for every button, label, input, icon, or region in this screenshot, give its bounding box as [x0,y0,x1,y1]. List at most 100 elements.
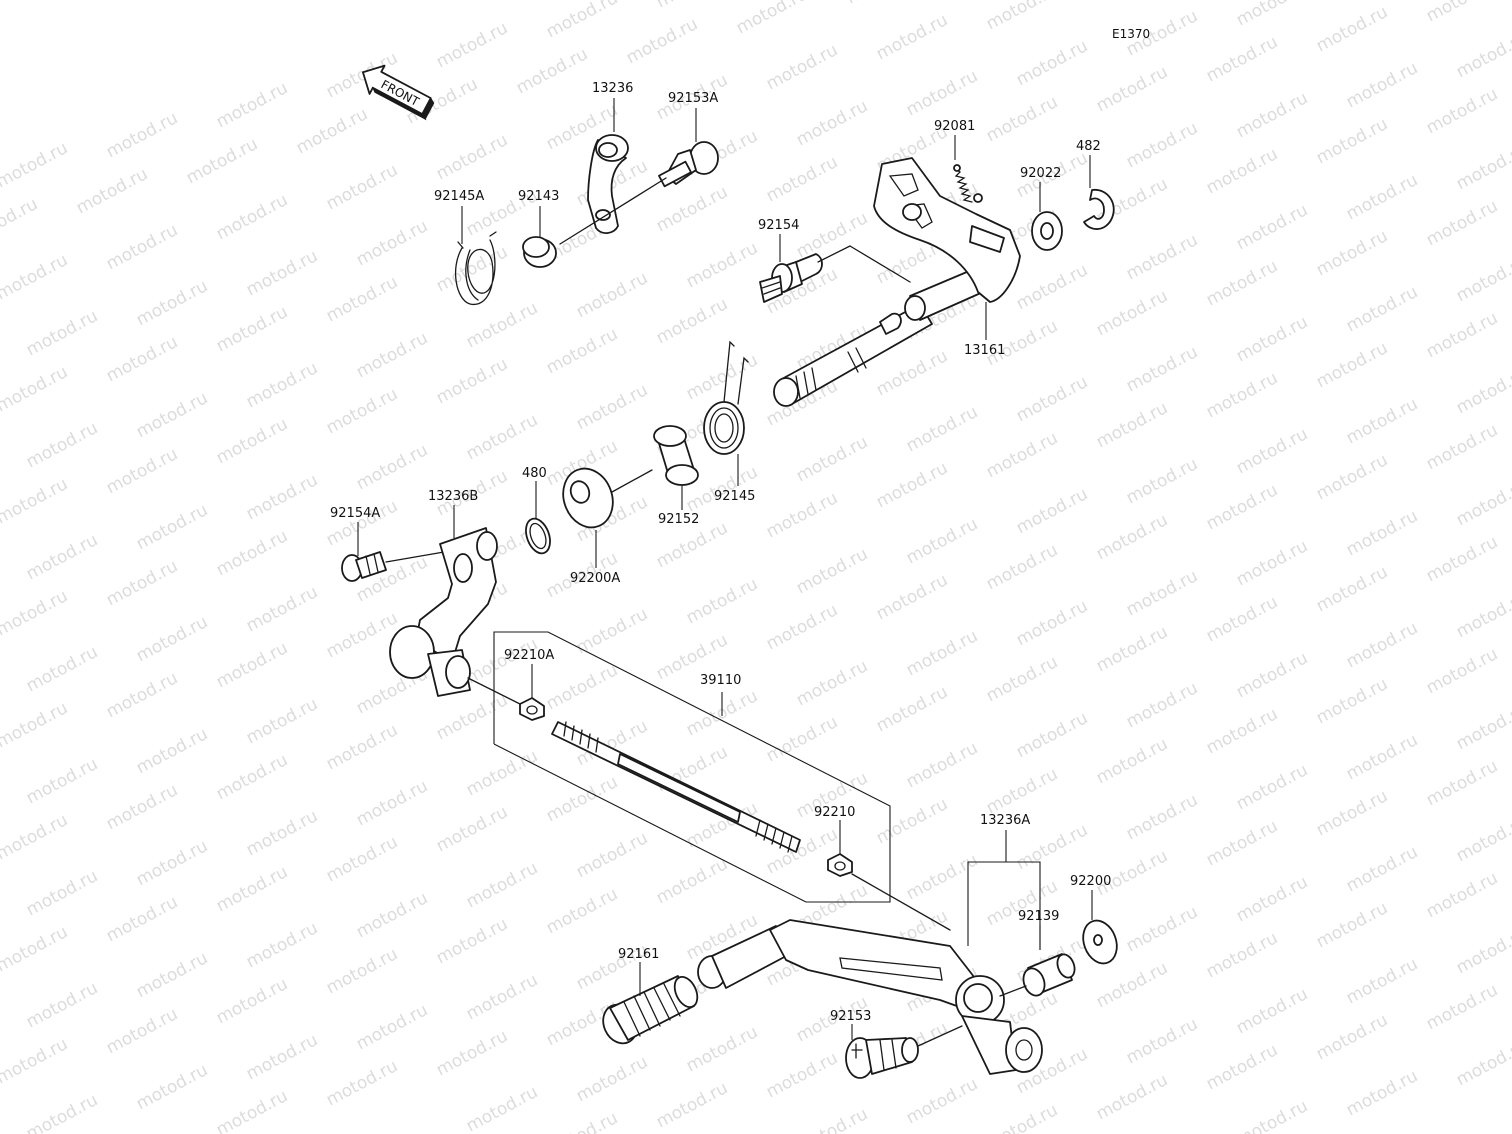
watermark-text: motod.ru [1123,118,1201,172]
watermark-text: motod.ru [1203,704,1281,758]
label-92022: 92022 [1020,166,1061,181]
watermark-text: motod.ru [873,570,951,624]
watermark-text: motod.ru [1123,566,1201,620]
watermark-text: motod.ru [0,810,71,864]
watermark-text: motod.ru [1453,140,1512,194]
watermark-text: motod.ru [23,978,101,1032]
watermark-text: motod.ru [293,104,371,158]
watermark-text: motod.ru [353,216,431,270]
watermark-text: motod.ru [243,694,321,748]
watermark-text: motod.ru [763,488,841,542]
watermark-text: motod.ru [1313,114,1391,168]
label-92145: 92145 [714,489,755,504]
label-13236A: 13236A [980,813,1030,828]
watermark-text: motod.ru [1093,958,1171,1012]
part-92200-washer [1082,919,1118,965]
watermark-text: motod.ru [243,918,321,972]
watermark-text: motod.ru [513,44,591,98]
part-92154A-bolt [341,551,445,582]
watermark-text: motod.ru [543,1108,621,1134]
part-92153-bolt [845,1025,963,1079]
watermark-text: motod.ru [903,738,981,792]
part-92145-spring [703,340,749,455]
part-92210A-nut [519,697,545,721]
watermark-text: motod.ru [683,350,761,404]
watermark-text: motod.ru [1343,506,1421,560]
watermark-text: motod.ru [433,242,511,296]
watermark-text: motod.ru [1093,0,1171,4]
watermark-text: motod.ru [1093,622,1171,676]
part-92161-pedal-rubber [602,975,699,1045]
watermark-text: motod.ru [1013,372,1091,426]
watermark-text: motod.ru [763,152,841,206]
watermark-text: motod.ru [213,414,291,468]
label-480: 480 [522,466,547,481]
watermark-text: motod.ru [793,1104,871,1134]
part-labels: 13236 92153A 92145A 92143 92081 482 9202… [330,81,1111,1024]
watermark-text: motod.ru [1093,1070,1171,1124]
watermark-text: motod.ru [353,1000,431,1054]
watermark-text: motod.ru [463,858,541,912]
part-13236A-shift-pedal [697,919,1043,1075]
watermark-text: motod.ru [573,380,651,434]
watermark-text: motod.ru [653,182,731,236]
part-92139-bushing [999,953,1076,997]
watermark-text: motod.ru [23,306,101,360]
watermark-text: motod.ru [133,388,211,442]
watermark-text: motod.ru [133,836,211,890]
diagram-code: E1370 [1112,27,1150,41]
watermark-text: motod.ru [433,690,511,744]
watermark-text: motod.ru [1233,1096,1311,1134]
watermark-text: motod.ru [323,272,401,326]
watermark-text: motod.ru [1423,196,1501,250]
watermark-text: motod.ru [323,944,401,998]
watermark-text: motod.ru [1123,342,1201,396]
watermark-text: motod.ru [433,802,511,856]
watermark-text: motod.ru [1453,1036,1512,1090]
watermark-text: motod.ru [243,806,321,860]
watermark-text: motod.ru [1093,286,1171,340]
watermark-text: motod.ru [763,1048,841,1102]
watermark-text: motod.ru [463,298,541,352]
watermark-text: motod.ru [1423,532,1501,586]
watermark-text: motod.ru [1203,928,1281,982]
watermark-text: motod.ru [1343,618,1421,672]
watermark-text: motod.ru [1233,312,1311,366]
watermark-text: motod.ru [243,358,321,412]
watermark-text: motod.ru [1343,282,1421,336]
watermark-text: motod.ru [1343,842,1421,896]
label-13236B: 13236B [428,489,478,504]
watermark-text: motod.ru [903,402,981,456]
watermark-text: motod.ru [1453,252,1512,306]
watermark-text: motod.ru [543,660,621,714]
watermark-text: motod.ru [323,832,401,886]
watermark-text: motod.ru [983,428,1061,482]
watermark-text: motod.ru [433,354,511,408]
watermark-text: motod.ru [763,600,841,654]
watermark-text: motod.ru [1233,88,1311,142]
watermark-text: motod.ru [903,66,981,120]
label-92200A: 92200A [570,571,620,586]
part-92154-bolt [759,245,911,303]
watermark-text: motod.ru [103,220,181,274]
watermark-text: motod.ru [1313,562,1391,616]
watermark-text: motod.ru [243,470,321,524]
watermark-text: motod.ru [1123,902,1201,956]
watermark-text: motod.ru [103,556,181,610]
watermark-text: motod.ru [243,1030,321,1084]
watermark-text: motod.ru [903,1074,981,1128]
watermark-text: motod.ru [573,1052,651,1106]
watermark-text: motod.ru [983,540,1061,594]
watermark-text: motod.ru [1233,872,1311,926]
watermark-text: motod.ru [1453,364,1512,418]
watermark-text: motod.ru [1203,144,1281,198]
label-92161: 92161 [618,947,659,962]
watermark-text: motod.ru [353,888,431,942]
watermark-text: motod.ru [1203,32,1281,86]
watermark-text: motod.ru [433,914,511,968]
watermark-text: motod.ru [843,0,921,8]
watermark-text: motod.ru [623,14,701,68]
watermark-text: motod.ru [213,302,291,356]
watermark-text: motod.ru [763,40,841,94]
watermark-text: motod.ru [463,1082,541,1134]
